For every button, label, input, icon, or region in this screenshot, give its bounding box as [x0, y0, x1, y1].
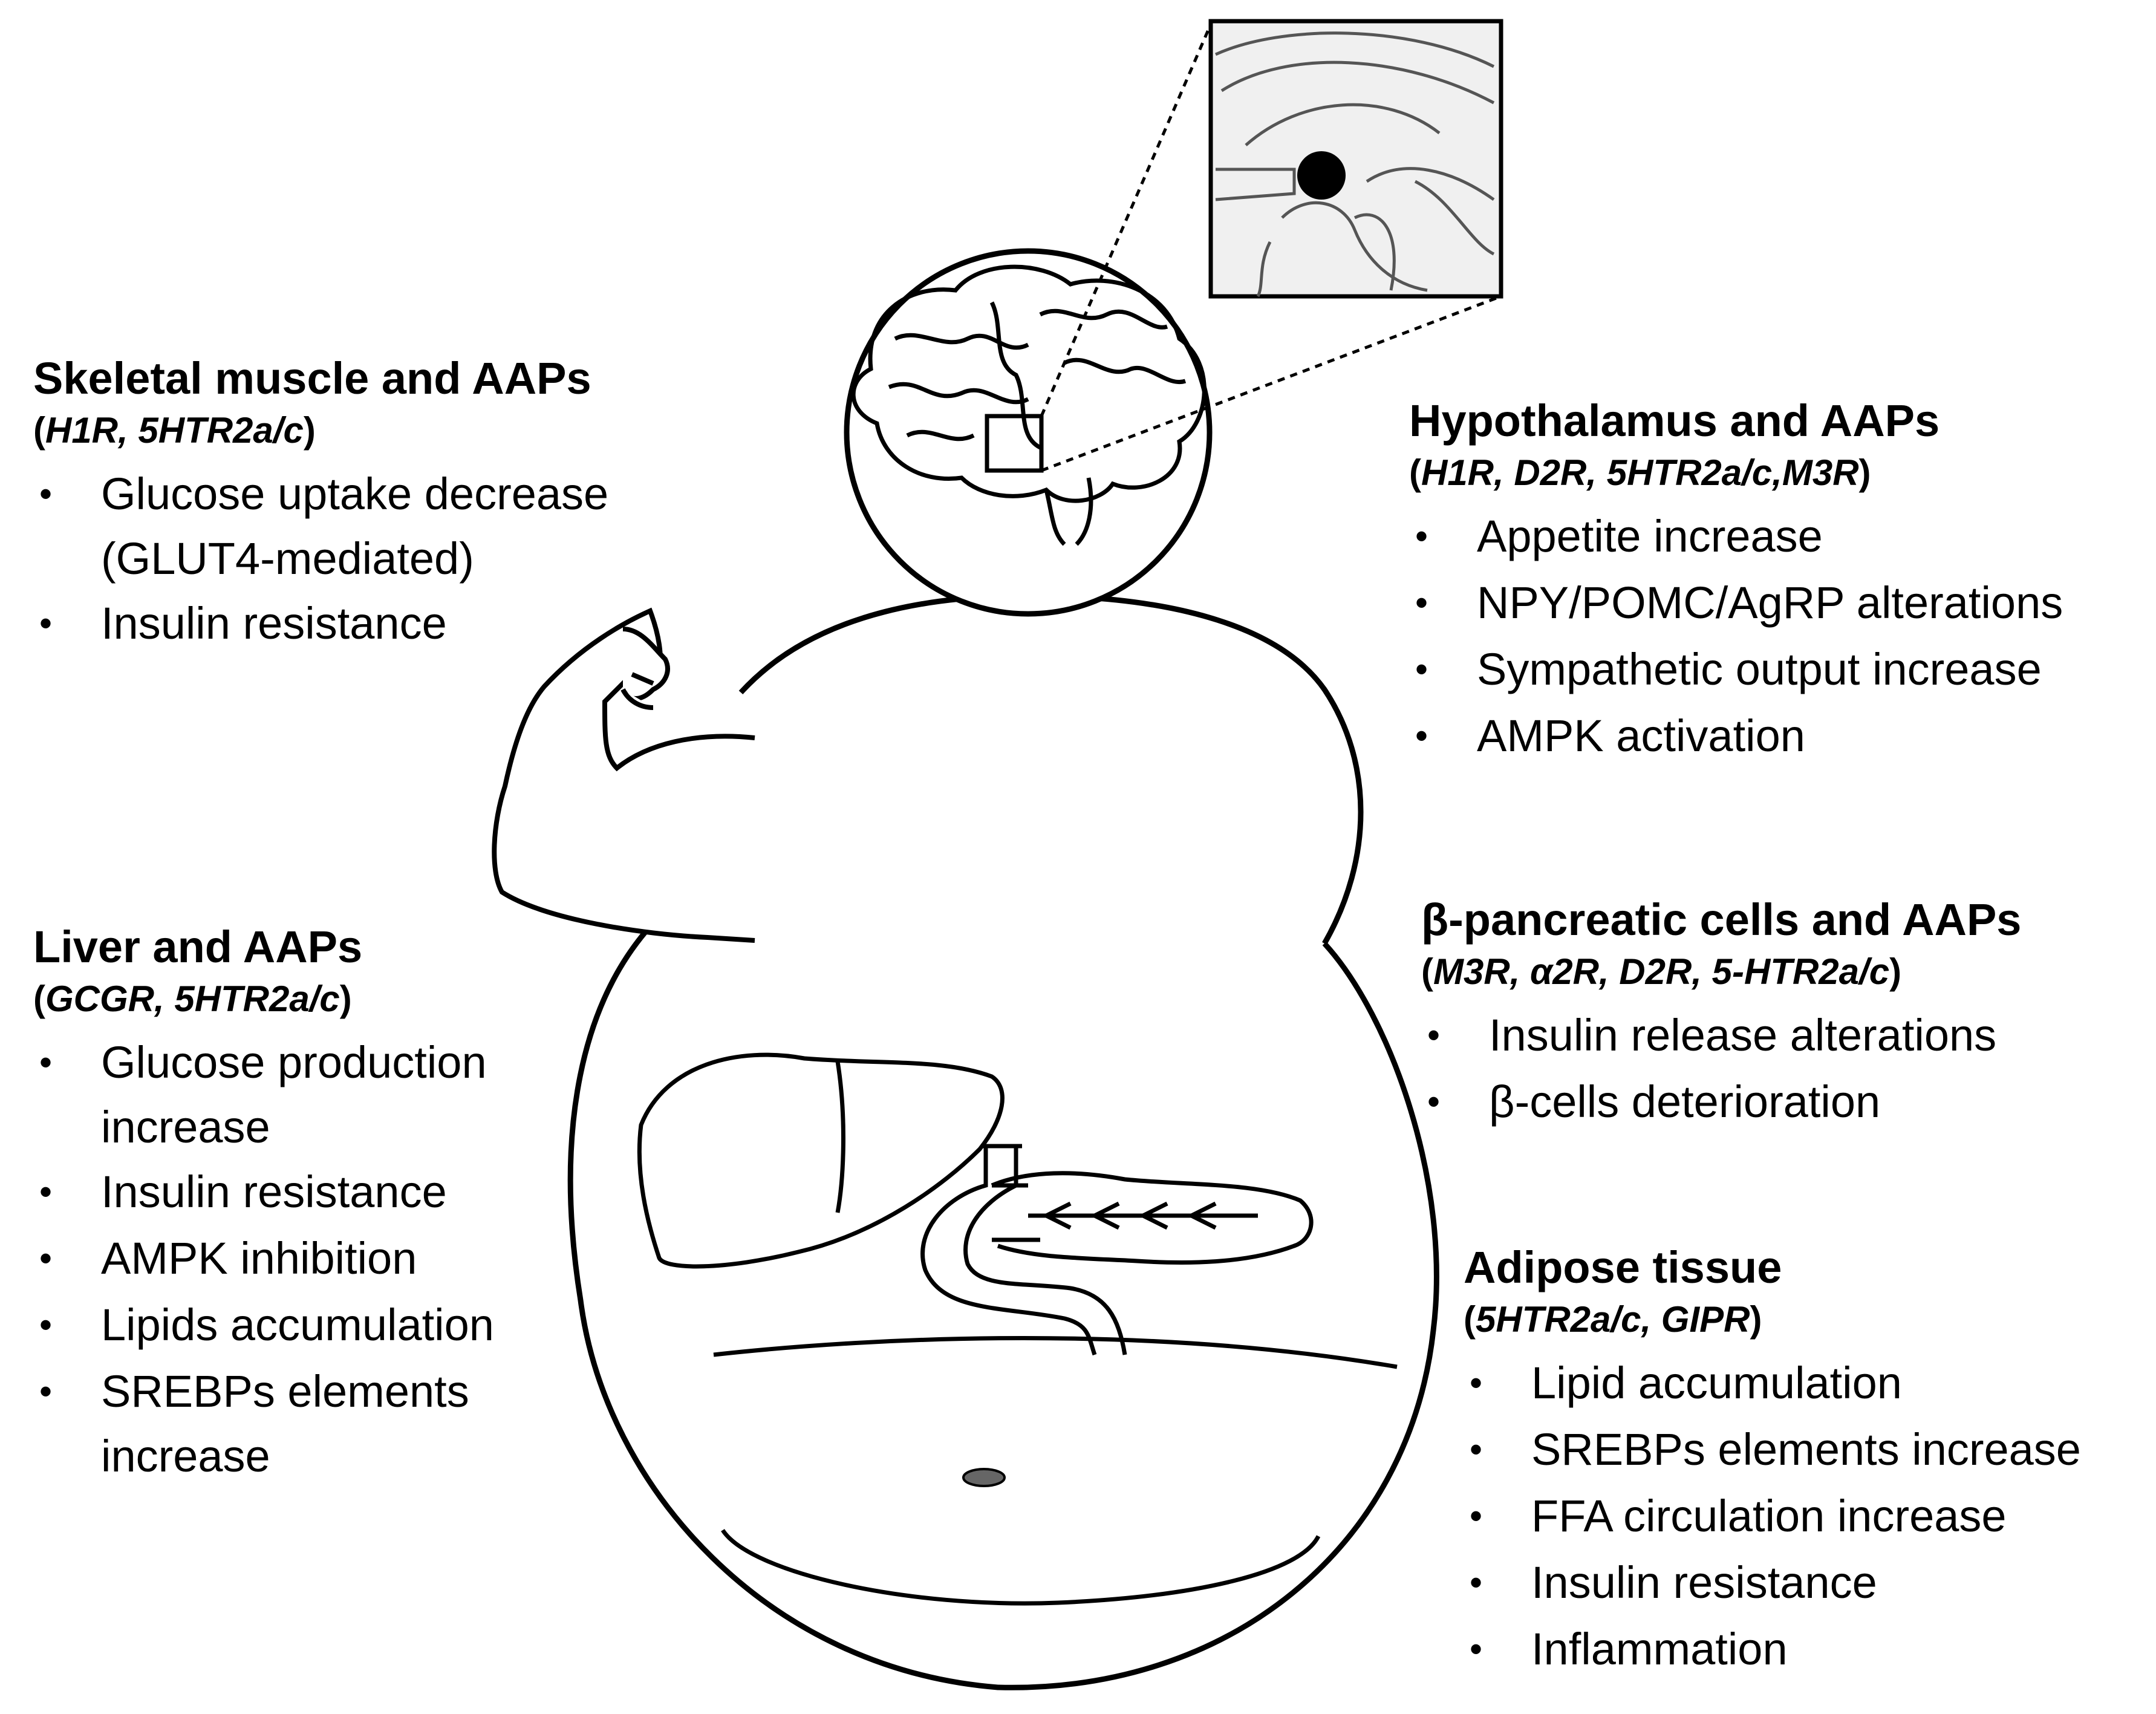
list-item: Glucose uptake decrease(GLUT4-mediated) [33, 461, 608, 590]
belly-lower-line [721, 1529, 1321, 1606]
list-item: SREBPs elements increase [1464, 1416, 2081, 1483]
skeletal-muscle-section: Skeletal muscle and AAPs (H1R, 5HTR2a/c)… [33, 351, 608, 657]
list-item: FFA circulation increase [1464, 1483, 2081, 1549]
skeletal-muscle-title: Skeletal muscle and AAPs [33, 353, 591, 403]
adipose-section: Adipose tissue (5HTR2a/c, GIPR) Lipid ac… [1464, 1240, 2081, 1683]
pancreas-title: β-pancreatic cells and AAPs [1421, 894, 2022, 945]
liver-section: Liver and AAPs (GCGR, 5HTR2a/c) Glucose … [33, 919, 494, 1488]
list-item: NPY/POMC/AgRP alterations [1409, 570, 2063, 636]
list-item: Insulin resistance [1464, 1549, 2081, 1616]
list-item: Insulin resistance [33, 590, 608, 657]
list-item: AMPK inhibition [33, 1225, 494, 1292]
adipose-list: Lipid accumulation SREBPs elements incre… [1464, 1350, 2081, 1683]
liver-title: Liver and AAPs [33, 922, 363, 972]
zoom-line-top [1040, 24, 1213, 417]
list-item: Lipid accumulation [1464, 1350, 2081, 1416]
adipose-receptors: (5HTR2a/c, GIPR) [1464, 1299, 1762, 1340]
list-item: Inflammation [1464, 1616, 2081, 1683]
list-item: Appetite increase [1409, 503, 2063, 570]
brain-zoom-box [985, 414, 1044, 473]
skeletal-muscle-receptors: (H1R, 5HTR2a/c) [33, 410, 316, 451]
body-outline [567, 593, 1439, 1690]
list-item: Insulin resistance [33, 1159, 494, 1225]
pancreas-icon [920, 1144, 1314, 1356]
waist-line [713, 1336, 1398, 1369]
pancreas-list: Insulin release alterations β-cells dete… [1421, 1002, 2021, 1135]
list-item: AMPK activation [1409, 703, 2063, 769]
navel [962, 1468, 1006, 1487]
list-item: β-cells deterioration [1421, 1069, 2021, 1135]
pancreas-section: β-pancreatic cells and AAPs (M3R, α2R, D… [1421, 892, 2021, 1135]
list-item: Sympathetic output increase [1409, 636, 2063, 703]
hypothalamus-marker [1297, 151, 1346, 200]
hypothalamus-section: Hypothalamus and AAPs (H1R, D2R, 5HTR2a/… [1409, 393, 2063, 769]
list-item: Insulin release alterations [1421, 1002, 2021, 1069]
liver-icon [637, 1052, 1005, 1269]
adipose-title: Adipose tissue [1464, 1242, 1782, 1292]
flexed-arm-icon [492, 607, 755, 943]
hypothalamus-title: Hypothalamus and AAPs [1409, 396, 1940, 446]
brain-icon [851, 264, 1207, 546]
zoom-line-bottom [1041, 295, 1502, 472]
liver-receptors: (GCGR, 5HTR2a/c) [33, 979, 352, 1019]
skeletal-muscle-list: Glucose uptake decrease(GLUT4-mediated) … [33, 461, 608, 657]
hypothalamus-inset [1040, 19, 1503, 472]
inset-brain-drawing [1214, 31, 1495, 298]
list-item: Lipids accumulation [33, 1292, 494, 1358]
hypothalamus-receptors: (H1R, D2R, 5HTR2a/c,M3R) [1409, 452, 1871, 493]
hypothalamus-list: Appetite increase NPY/POMC/AgRP alterati… [1409, 503, 2063, 769]
pancreas-receptors: (M3R, α2R, D2R, 5-HTR2a/c) [1421, 951, 1902, 992]
inset-frame [1208, 19, 1503, 299]
head [844, 248, 1213, 617]
